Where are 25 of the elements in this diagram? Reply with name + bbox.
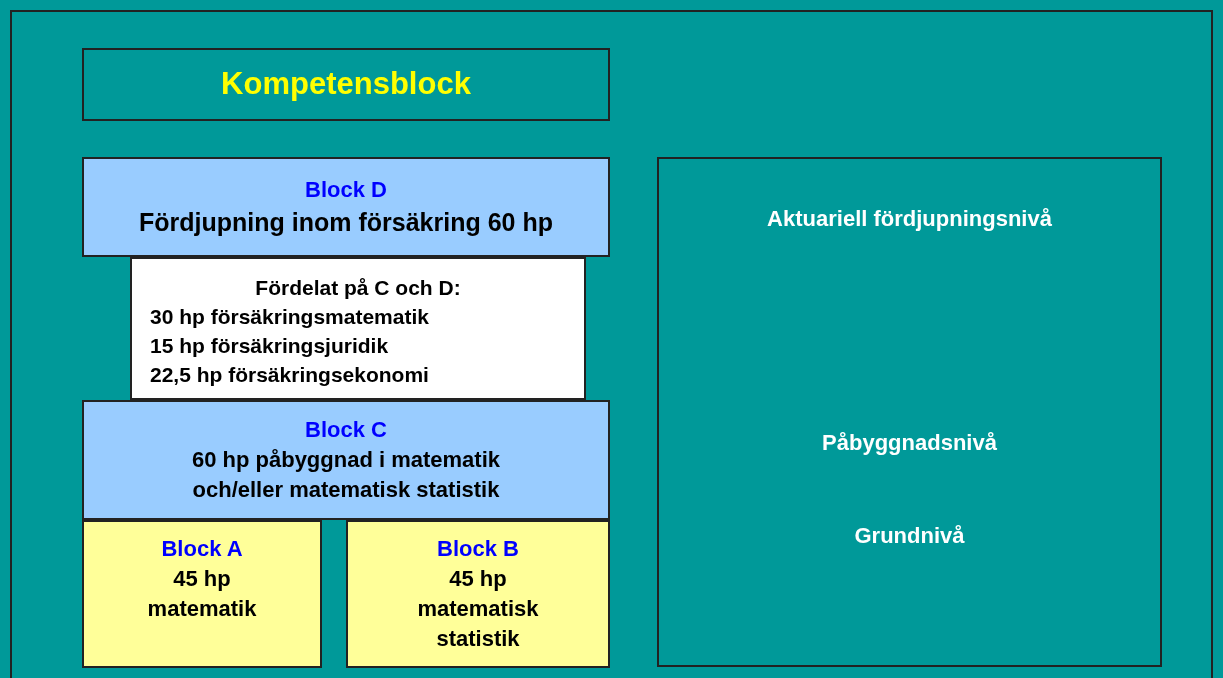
credit-line: 30 hp försäkringsmatematik xyxy=(150,303,430,330)
course-block xyxy=(82,157,610,257)
credit-line: 15 hp försäkringsjuridik xyxy=(150,332,390,359)
block-heading: Block C xyxy=(305,416,387,444)
block-heading: Block D xyxy=(305,176,387,204)
title-text: Kompetensblock xyxy=(221,65,471,104)
credit-line: 22,5 hp försäkringsekonomi xyxy=(150,361,430,388)
distribution-heading: Fördelat på C och D: xyxy=(254,274,462,301)
block-description: 60 hp påbyggnad i matematik och/eller matematisk statistik xyxy=(190,446,502,504)
level-label: Påbyggnadsnivå xyxy=(821,429,998,457)
title-box xyxy=(82,48,610,121)
block-heading: Block A xyxy=(161,535,243,563)
subject-name: matematisk statistik xyxy=(416,595,540,653)
course-block xyxy=(82,520,322,668)
course-block xyxy=(82,400,610,520)
course-block xyxy=(130,257,586,400)
block-description: Fördjupning inom försäkring 60 hp xyxy=(139,207,553,238)
course-block xyxy=(346,520,610,668)
level-panel xyxy=(657,157,1162,667)
level-label: Aktuariell fördjupningsnivå xyxy=(766,205,1053,233)
subject-name: matematik xyxy=(146,595,258,623)
credit-amount: 45 hp xyxy=(448,565,508,593)
credit-amount: 45 hp xyxy=(172,565,232,593)
block-heading: Block B xyxy=(437,535,519,563)
level-label: Grundnivå xyxy=(853,522,966,550)
